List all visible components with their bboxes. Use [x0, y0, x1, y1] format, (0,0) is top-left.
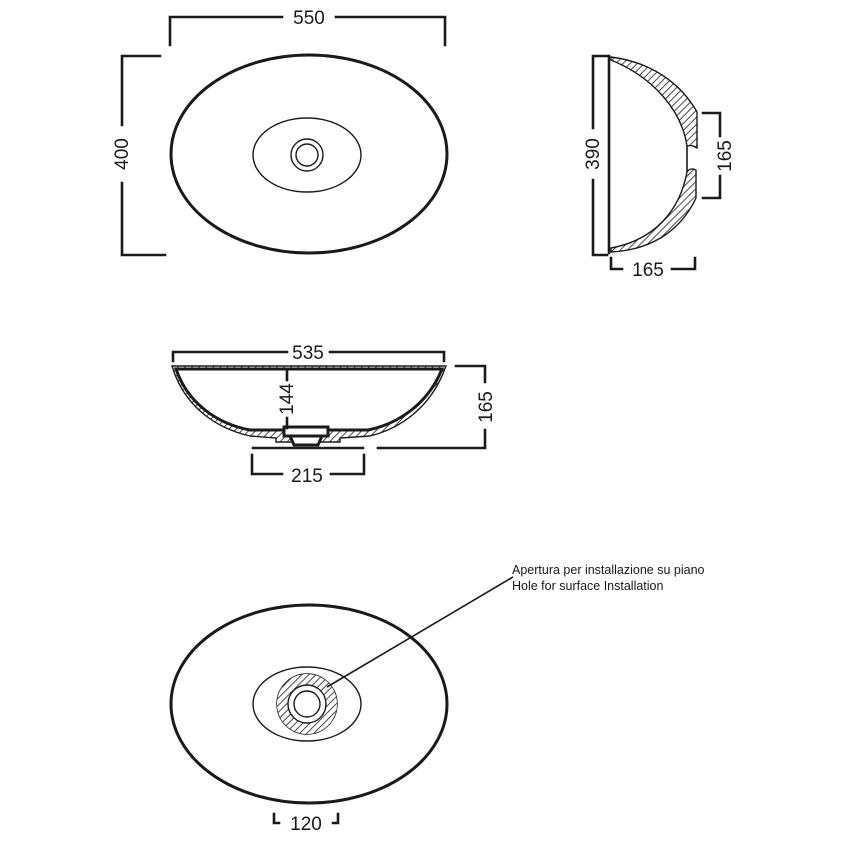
side-base-width-dimension: 165	[609, 256, 697, 281]
side-drain-height-dimension: 165	[701, 111, 736, 200]
front-total-height-dimension: 165	[376, 364, 497, 450]
drain-outer-ring	[290, 138, 324, 172]
installation-note-english: Hole for surface Installation	[512, 579, 664, 593]
top-depth-label: 400	[112, 138, 133, 170]
top-depth-dimension: 400	[112, 54, 167, 257]
front-view: 535 144 165 215	[171, 343, 497, 487]
top-width-dimension: 550	[168, 8, 447, 47]
bottom-view: Apertura per installazione su piano Hole…	[169, 563, 705, 835]
side-wall-upper-section	[610, 56, 698, 150]
surface-installation-hole	[276, 673, 338, 735]
front-base-width-label: 215	[291, 466, 323, 487]
basin-drain-recess	[252, 117, 362, 193]
front-width-dimension: 535	[171, 343, 446, 364]
top-view: 550 400	[112, 8, 449, 257]
side-view: 390 165 165	[583, 54, 736, 281]
note-leader-line	[326, 576, 514, 688]
front-drain-fitting	[282, 425, 330, 447]
front-inner-depth-label: 144	[277, 383, 298, 415]
drain-inner-ring	[295, 143, 319, 167]
basin-top-outline	[169, 53, 449, 255]
bottom-hole-dimension: 120	[272, 812, 340, 835]
front-total-height-label: 165	[476, 391, 497, 423]
side-drain-height-label: 165	[715, 140, 736, 172]
front-inner-depth-dimension: 144	[277, 368, 298, 430]
front-base-width-dimension: 215	[250, 453, 366, 487]
bottom-base-ring	[252, 666, 362, 742]
front-width-label: 535	[292, 343, 324, 364]
bottom-hole-label: 120	[290, 814, 322, 835]
top-width-label: 550	[293, 8, 325, 29]
side-height-dimension: 390	[583, 54, 609, 257]
side-base-width-label: 165	[632, 260, 664, 281]
side-wall-lower-section	[610, 168, 697, 253]
front-basin-inner	[173, 367, 445, 432]
installation-note-italian: Apertura per installazione su piano	[512, 563, 705, 577]
side-height-label: 390	[583, 138, 604, 170]
